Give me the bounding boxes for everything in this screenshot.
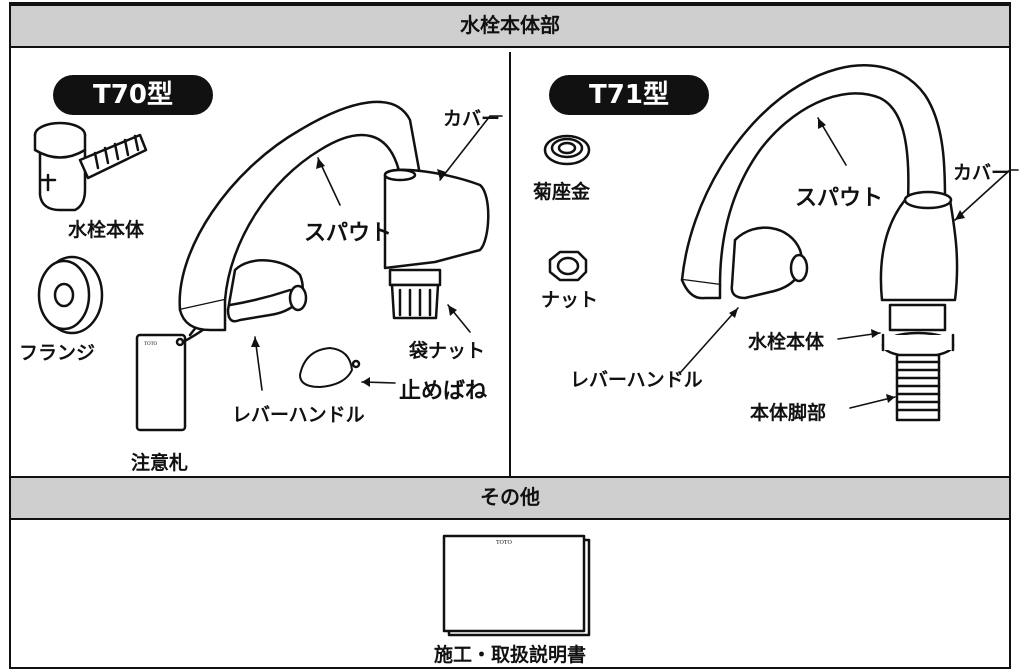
t70-label-lever-handle: レバーハンドル [232, 404, 365, 426]
t71-faucet-drawing [680, 64, 959, 422]
t71-label-body-leg: 本体脚部 [750, 402, 827, 424]
t70-model-badge: T70型 [53, 75, 213, 115]
t71-model-badge: T71型 [549, 75, 709, 115]
manual-brand-text: TOTO [496, 540, 512, 546]
t70-label-caution-tag: 注意札 [131, 452, 189, 474]
t70-label-spout: スパウト [304, 221, 393, 246]
section-title-faucet-body: 水栓本体部 [460, 13, 560, 37]
t70-faucet-drawing [178, 100, 490, 332]
t71-washer-drawing [543, 134, 591, 166]
t70-stopper-spring-drawing [299, 347, 361, 388]
t71-label-spout: スパウト [795, 186, 884, 211]
t70-tag-text: TOTO [144, 342, 158, 347]
t70-label-faucet-body: 水栓本体 [68, 219, 145, 241]
section-title-other: その他 [480, 485, 540, 509]
section-header-faucet-body: 水栓本体部 [11, 4, 1009, 48]
t71-label-faucet-body: 水栓本体 [748, 331, 825, 353]
t71-label-cover: カバー [953, 162, 1011, 184]
t70-label-stopper-spring: 止めばね [399, 379, 488, 404]
t70-label-bag-nut: 袋ナット [409, 340, 486, 362]
t70-label-flange: フランジ [19, 342, 96, 364]
t70-faucet-body-drawing [33, 121, 148, 212]
t71-nut-drawing [548, 250, 588, 282]
diagram-frame [9, 2, 1011, 669]
manual-drawing [442, 534, 591, 637]
t71-label-nut: ナット [541, 289, 599, 311]
t70-flange-drawing [37, 255, 104, 335]
t71-label-washer: 菊座金 [533, 181, 591, 203]
panel-divider [509, 52, 511, 478]
t71-label-lever-handle: レバーハンドル [570, 369, 703, 391]
manual-label: 施工・取扱説明書 [433, 644, 586, 666]
t70-label-cover: カバー [443, 108, 501, 130]
